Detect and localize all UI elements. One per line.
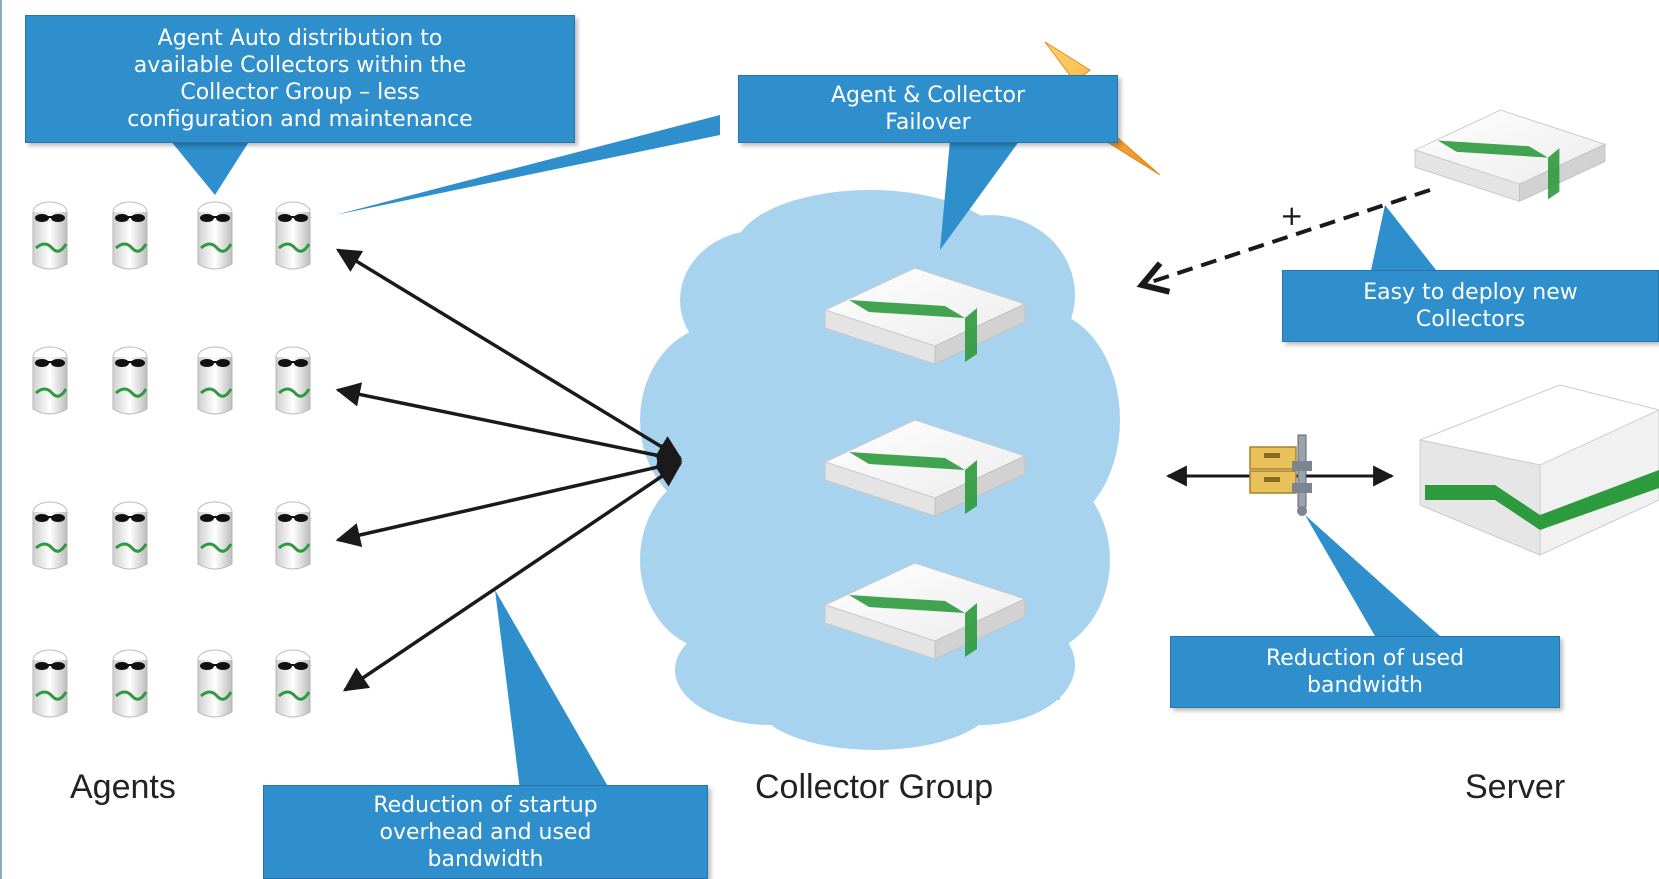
agent-icon: [274, 200, 312, 271]
agent-icon: [196, 345, 234, 416]
agent-connection-arrows: [335, 248, 683, 692]
callout-line: bandwidth: [427, 846, 544, 872]
callout-line: Reduction of startup: [373, 792, 598, 818]
agent-icon: [31, 648, 69, 719]
compression-archive-icon: [1249, 434, 1312, 516]
callout-auto-distribution: Agent Auto distribution to available Col…: [25, 15, 575, 143]
callout-line: Failover: [885, 110, 971, 135]
plus-sign: +: [1280, 199, 1303, 232]
server-label: Server: [1465, 768, 1566, 806]
callout-server-bandwidth: Reduction of used bandwidth: [1170, 636, 1560, 708]
callout-failover: Agent & Collector Failover: [738, 75, 1118, 143]
callout-line: Agent Auto distribution to: [157, 26, 443, 51]
agent-icon: [111, 200, 149, 271]
callout-line: Collectors: [1415, 307, 1526, 332]
agent-icon: [274, 500, 312, 571]
callout-startup-overhead: Reduction of startup overhead and used b…: [263, 785, 708, 879]
callout-line: Easy to deploy new: [1363, 280, 1578, 305]
callout-line: Reduction of used: [1265, 646, 1465, 671]
callout-easy-deploy: Easy to deploy new Collectors: [1282, 270, 1659, 342]
agents-label: Agents: [70, 768, 176, 806]
agent-icon: [31, 500, 69, 571]
agent-icon: [274, 648, 312, 719]
agent-icon: [274, 345, 312, 416]
agent-icon: [196, 200, 234, 271]
server-appliance-icon: [1418, 384, 1659, 556]
agent-icon: [111, 345, 149, 416]
callout-line: available Collectors within the: [133, 53, 467, 78]
collector-group-label: Collector Group: [755, 768, 994, 806]
agents-grid: [31, 200, 312, 719]
callout-line: configuration and maintenance: [127, 107, 473, 132]
agent-icon: [31, 200, 69, 271]
agent-icon: [196, 500, 234, 571]
new-collector-appliance-icon: [1414, 109, 1606, 202]
agent-icon: [196, 648, 234, 719]
agent-icon: [111, 500, 149, 571]
callout-line: bandwidth: [1307, 673, 1423, 698]
agent-icon: [31, 345, 69, 416]
agent-icon: [111, 648, 149, 719]
new-collector-dashed-arrow: [1136, 188, 1431, 295]
left-border: [0, 0, 2, 879]
callout-line: overhead and used: [379, 819, 592, 845]
callout-line: Agent & Collector: [830, 83, 1026, 108]
callout-line: Collector Group – less: [180, 80, 420, 105]
